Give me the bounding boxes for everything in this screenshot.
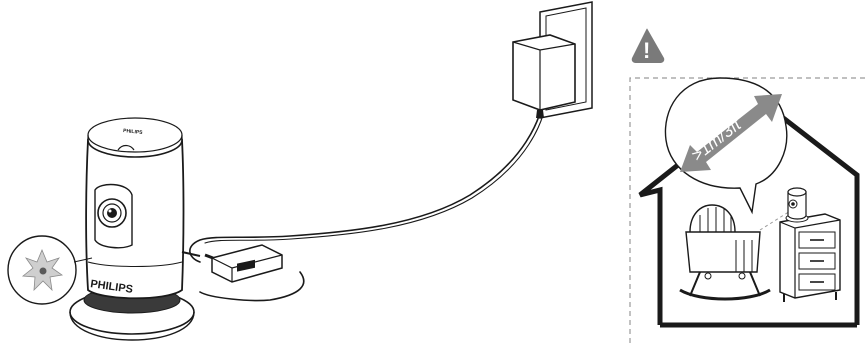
baby-camera: PHILIPS PHILIPS [69, 117, 201, 341]
power-adapter [512, 34, 576, 118]
safety-zone-border [629, 77, 867, 343]
cable-adapter-box [204, 244, 283, 283]
warning-icon: ! [631, 28, 665, 63]
power-cord [189, 99, 544, 302]
sight-line [759, 207, 796, 231]
camera-top-logo: PHILIPS [123, 128, 144, 136]
power-cord-outer [204, 101, 547, 244]
warning-symbol: ! [643, 38, 650, 63]
baby-cradle [679, 204, 771, 301]
dresser [779, 213, 841, 302]
distance-arrow [680, 94, 782, 172]
camera-body [85, 139, 185, 300]
status-light-callout [7, 235, 93, 305]
small-camera [785, 187, 809, 223]
camera-brand-label: PHILIPS [90, 278, 134, 296]
distance-bubble: >1m/3ft [664, 77, 788, 215]
